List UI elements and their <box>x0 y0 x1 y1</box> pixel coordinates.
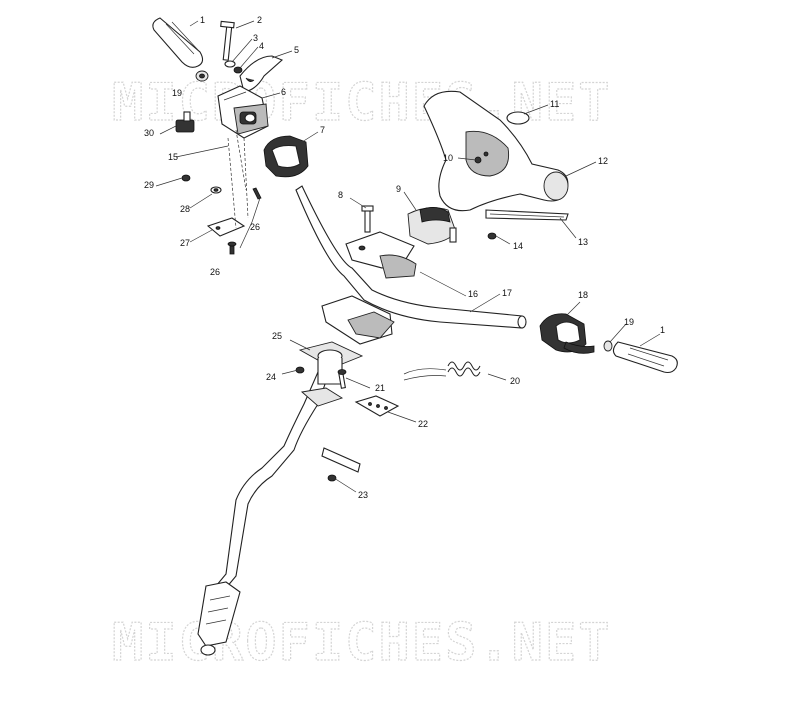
clamp-bolt <box>361 205 374 233</box>
callout-1-left-grip: 1 <box>200 15 205 25</box>
callout-26-upper: 26 <box>250 222 260 232</box>
kill-switch <box>175 111 195 133</box>
callout-1-right-grip: 1 <box>660 325 665 335</box>
pivot-pin <box>220 20 235 61</box>
callout-16: 16 <box>468 289 478 299</box>
callout-24: 24 <box>266 372 276 382</box>
watermark-top: MICROFICHES.NET <box>112 73 612 133</box>
callout-30: 30 <box>144 128 154 138</box>
callout-10: 10 <box>443 153 453 163</box>
lower-clamp <box>321 295 395 345</box>
washer-28 <box>210 186 222 194</box>
callout-27: 27 <box>180 238 190 248</box>
callout-26-lower: 26 <box>210 267 220 277</box>
callout-9: 9 <box>396 184 401 194</box>
nut-24 <box>295 366 305 374</box>
nut-29 <box>181 174 191 182</box>
handlebar-pad <box>423 90 569 212</box>
callout-15: 15 <box>168 152 178 162</box>
callout-14: 14 <box>513 241 523 251</box>
bar-end-plug-right <box>603 340 613 352</box>
callout-19-right: 19 <box>624 317 634 327</box>
screw-26-lower <box>227 241 237 255</box>
clamp-plate <box>206 217 246 237</box>
nut <box>233 66 243 74</box>
handlebar <box>295 185 527 329</box>
callout-18: 18 <box>578 290 588 300</box>
bolt-21 <box>337 369 347 389</box>
callout-22: 22 <box>418 419 428 429</box>
callout-11: 11 <box>550 99 559 109</box>
pad-label <box>506 111 530 125</box>
callout-19-left: 19 <box>172 88 182 98</box>
callout-20: 20 <box>510 376 520 386</box>
leader-lines <box>155 20 661 493</box>
callout-3: 3 <box>253 33 258 43</box>
throttle-housing <box>217 85 269 139</box>
callout-13: 13 <box>578 237 588 247</box>
watermark-bottom: MICROFICHES.NET <box>112 613 612 673</box>
upper-clamp <box>345 231 417 279</box>
washer <box>224 60 236 68</box>
callout-21: 21 <box>375 383 385 393</box>
right-control <box>539 313 595 354</box>
pad-strap <box>485 209 569 221</box>
nut-14 <box>487 232 497 240</box>
screw-26-upper <box>252 187 262 200</box>
callout-2: 2 <box>257 15 262 25</box>
callout-8: 8 <box>338 190 343 200</box>
callout-23: 23 <box>358 490 368 500</box>
bar-end-plug-left <box>195 70 209 82</box>
callout-6: 6 <box>281 87 286 97</box>
right-grip <box>612 341 678 374</box>
callout-7: 7 <box>320 125 325 135</box>
callout-28: 28 <box>180 204 190 214</box>
callout-25: 25 <box>272 331 282 341</box>
callout-17: 17 <box>502 288 512 298</box>
pin-23 <box>321 447 361 482</box>
pad-bracket <box>407 207 457 245</box>
pad-fastener <box>474 151 489 164</box>
left-grip <box>152 17 204 68</box>
throttle-cover <box>263 135 309 178</box>
steering-post <box>197 369 331 656</box>
callout-labels: 1 2 3 4 5 6 7 8 9 10 11 12 13 14 15 16 1… <box>144 15 665 500</box>
spring <box>403 361 481 381</box>
callout-4: 4 <box>259 41 264 51</box>
callout-29: 29 <box>144 180 154 190</box>
callout-5: 5 <box>294 45 299 55</box>
column-mount <box>300 387 344 407</box>
callout-12: 12 <box>598 156 608 166</box>
throttle-lever <box>239 55 284 93</box>
bushing-block <box>354 395 400 417</box>
column-flange <box>298 341 364 385</box>
